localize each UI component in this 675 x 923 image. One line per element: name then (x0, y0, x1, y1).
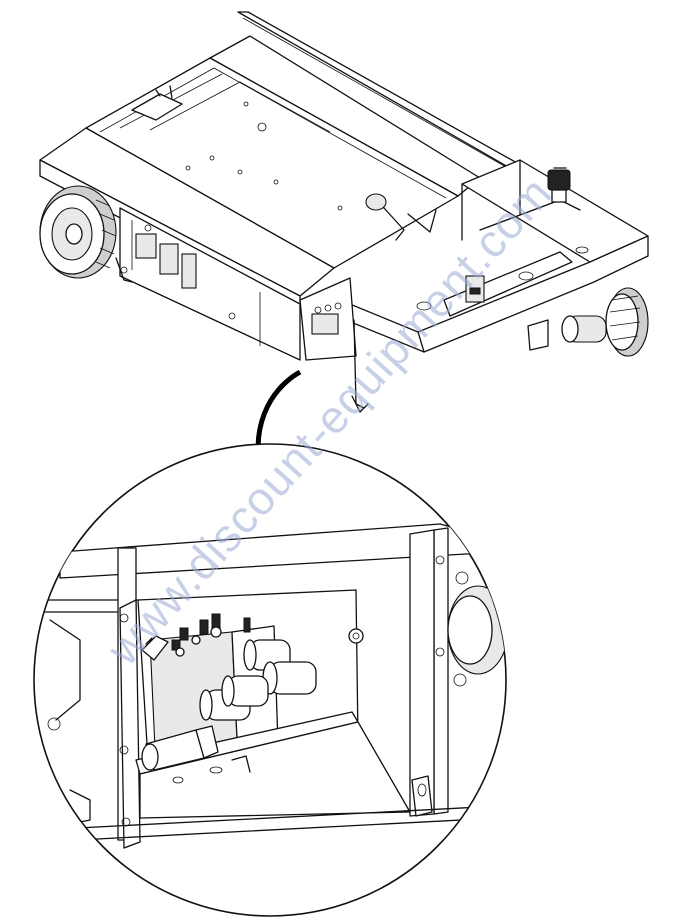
hose-fitting (365, 193, 387, 211)
beacon-light (547, 167, 571, 203)
solenoid-valve (221, 675, 269, 707)
hydraulic-fitting (171, 613, 251, 657)
top-bracket (131, 93, 183, 121)
detail-circle (33, 443, 507, 917)
elbow-fitting (141, 635, 169, 661)
hose-fitting-lower (141, 725, 219, 771)
open-frame (339, 159, 649, 353)
manifold-small (311, 313, 339, 335)
bolt (348, 628, 364, 644)
right-wheel (561, 287, 649, 357)
chassis-assembly (39, 11, 649, 413)
connector-block (135, 233, 157, 259)
right-upright (433, 527, 449, 815)
left-wheel (39, 185, 117, 279)
solenoid-valve (262, 661, 317, 695)
hydraulic-manifold (137, 589, 364, 771)
